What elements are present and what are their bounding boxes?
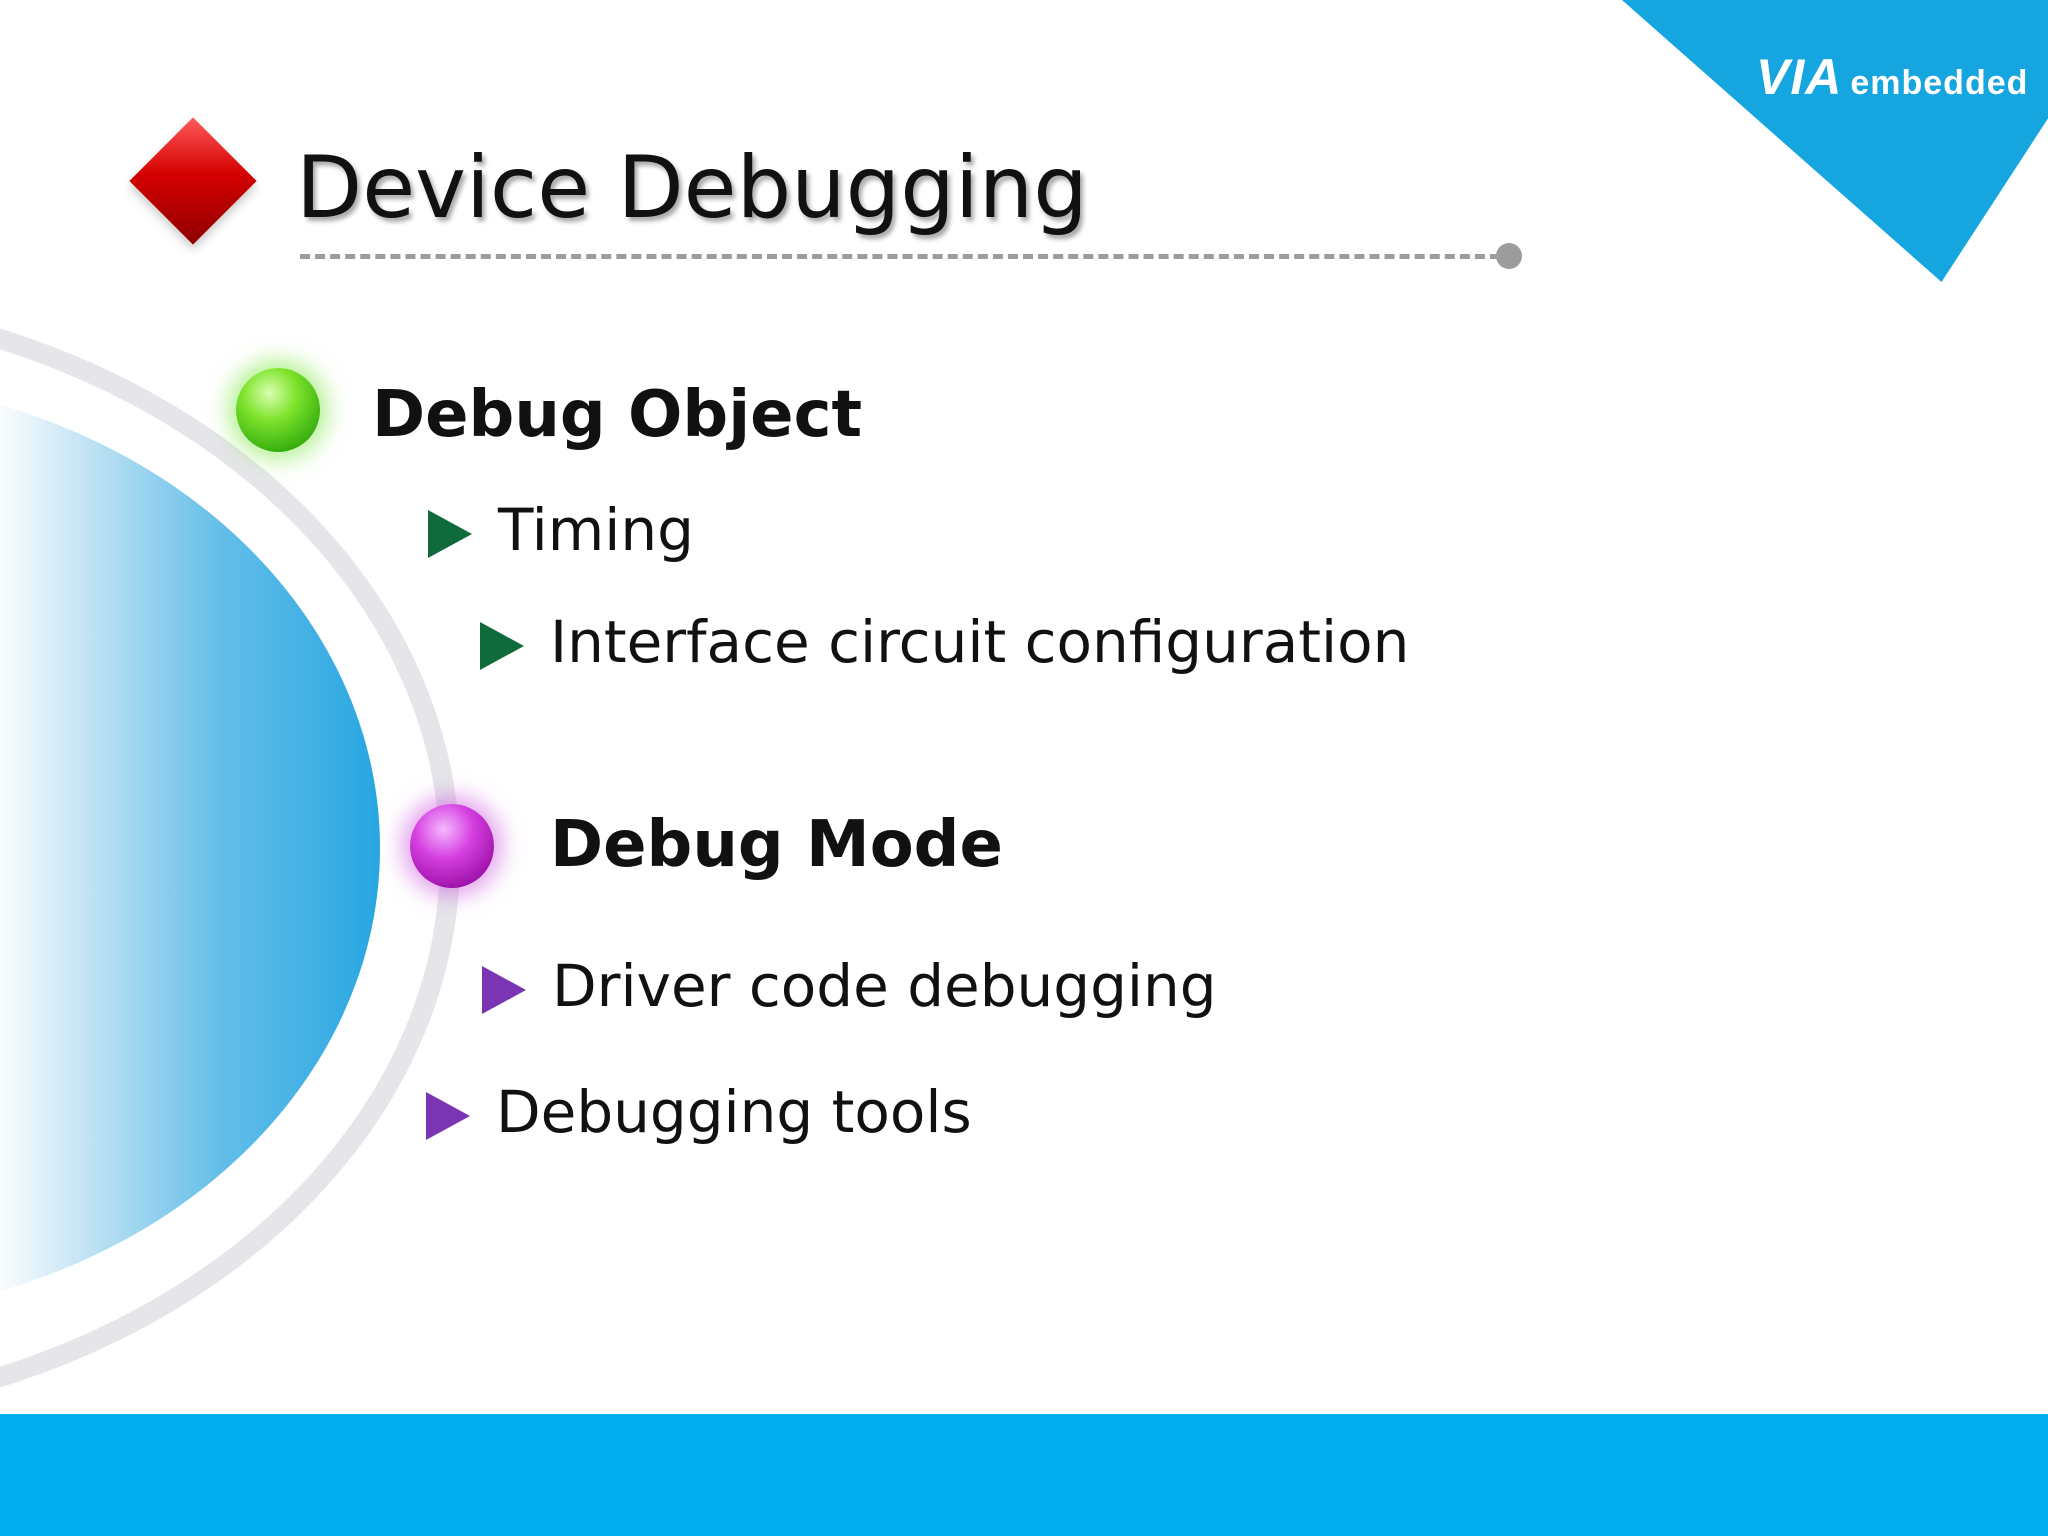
list-item-text: Debugging tools: [496, 1078, 972, 1146]
purple-orb-icon: [410, 804, 494, 888]
logo-corner-banner: [1622, 0, 2048, 282]
logo-suffix: embedded: [1850, 64, 2029, 102]
triangle-arrow-icon: [482, 966, 526, 1014]
list-item-text: Driver code debugging: [552, 952, 1217, 1020]
list-item-text: Interface circuit configuration: [550, 608, 1410, 676]
title-dashed-rule: [300, 254, 1500, 259]
section-heading-debug-object: Debug Object: [372, 378, 863, 452]
red-diamond-icon: [129, 117, 257, 245]
footer-bar: [0, 1414, 2048, 1536]
logo-brand: VIA: [1756, 49, 1843, 105]
green-orb-icon: [236, 368, 320, 452]
rule-end-dot: [1496, 243, 1522, 269]
triangle-arrow-icon: [426, 1092, 470, 1140]
list-item-text: Timing: [498, 496, 694, 564]
section-heading-debug-mode: Debug Mode: [550, 808, 1003, 882]
triangle-arrow-icon: [428, 510, 472, 558]
slide-title: Device Debugging: [296, 138, 1088, 238]
triangle-arrow-icon: [480, 622, 524, 670]
